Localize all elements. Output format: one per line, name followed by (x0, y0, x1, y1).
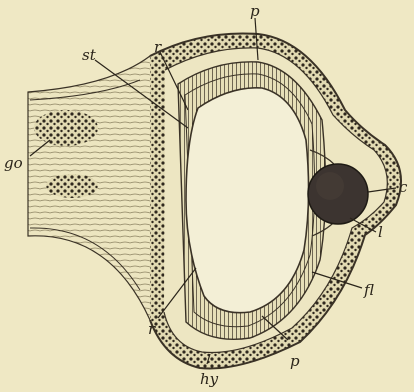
label-p-bottom: p (290, 352, 300, 370)
label-c: c (399, 178, 408, 196)
ganglion-cluster (34, 110, 98, 146)
label-st: st (82, 46, 97, 64)
label-r-top: r (154, 38, 162, 56)
label-hy: hy (200, 370, 219, 388)
label-p-top: p (250, 2, 260, 20)
label-fl: fl (363, 281, 374, 299)
vitreous-body (186, 88, 309, 313)
label-go: go (4, 154, 23, 172)
label-r-bottom: r (148, 320, 156, 338)
label-l: l (378, 223, 383, 241)
